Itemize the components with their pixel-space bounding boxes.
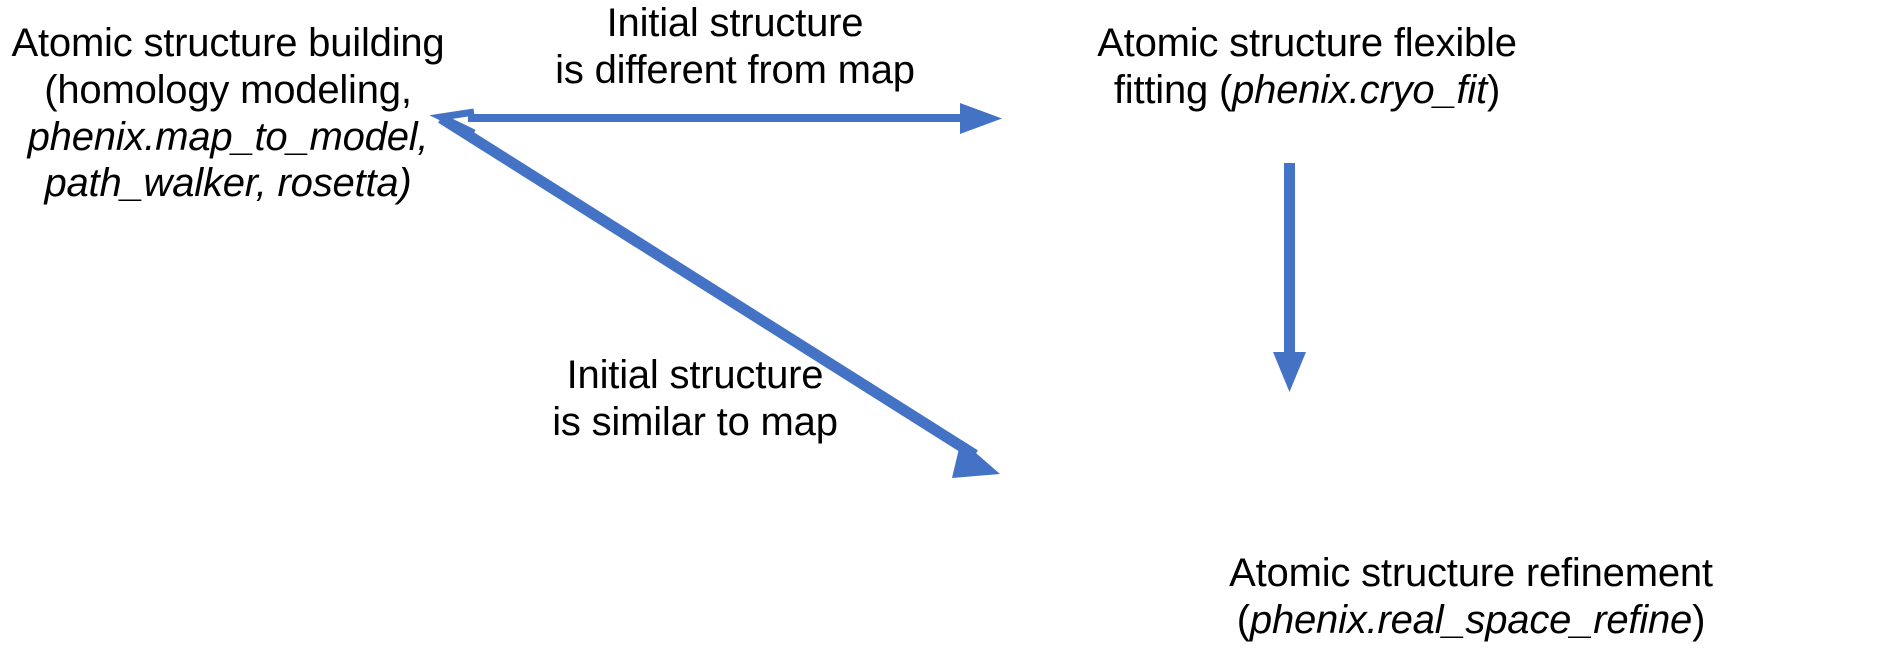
node-line-2-italic: phenix.cryo_fit (1232, 67, 1488, 112)
node-line-4: path_walker, rosetta) (2, 160, 454, 207)
arrow-head (960, 103, 1002, 134)
edge-label-similar-to-map: Initial structure is similar to map (540, 352, 850, 446)
node-atomic-structure-flexible-fitting: Atomic structure flexible fitting (pheni… (1072, 20, 1542, 114)
edge-label-different-from-map: Initial structure is different from map (540, 0, 930, 94)
node-line-2: (phenix.real_space_refine) (1060, 597, 1882, 644)
node-line-3: phenix.map_to_model, (27, 114, 429, 159)
node-line-2-suffix: ) (1487, 67, 1501, 112)
node-atomic-structure-building: Atomic structure building (homology mode… (2, 20, 454, 207)
node-atomic-structure-refinement: Atomic structure refinement (phenix.real… (1060, 550, 1882, 644)
node-line-2-prefix: ( (1236, 597, 1250, 642)
edge-label-line-1: Initial structure (606, 1, 864, 45)
edge-label-line-2: is similar to map (552, 399, 838, 444)
arrow-head (952, 440, 1000, 478)
node-line-2: fitting (phenix.cryo_fit) (1072, 67, 1542, 114)
arrow-flexible-fitting-to-refinement (1273, 163, 1306, 392)
edge-label-line-1: Initial structure (566, 353, 824, 397)
arrow-building-to-flexible-fitting (429, 103, 1002, 137)
node-line-1: Atomic structure refinement (1229, 551, 1713, 595)
node-line-2-prefix: fitting ( (1113, 67, 1233, 112)
arrow-shaft (468, 114, 965, 122)
arrow-head (1273, 352, 1306, 392)
edge-label-line-2: is different from map (555, 47, 915, 92)
node-line-4-italic: path_walker, rosetta) (44, 161, 412, 206)
node-line-1: Atomic structure flexible (1097, 21, 1517, 65)
node-line-2-italic: phenix.real_space_refine (1249, 597, 1693, 642)
node-line-1: Atomic structure building (11, 21, 445, 65)
node-line-2: (homology modeling, (44, 67, 412, 112)
node-line-2-suffix: ) (1692, 597, 1706, 642)
arrow-shaft (1284, 163, 1295, 358)
